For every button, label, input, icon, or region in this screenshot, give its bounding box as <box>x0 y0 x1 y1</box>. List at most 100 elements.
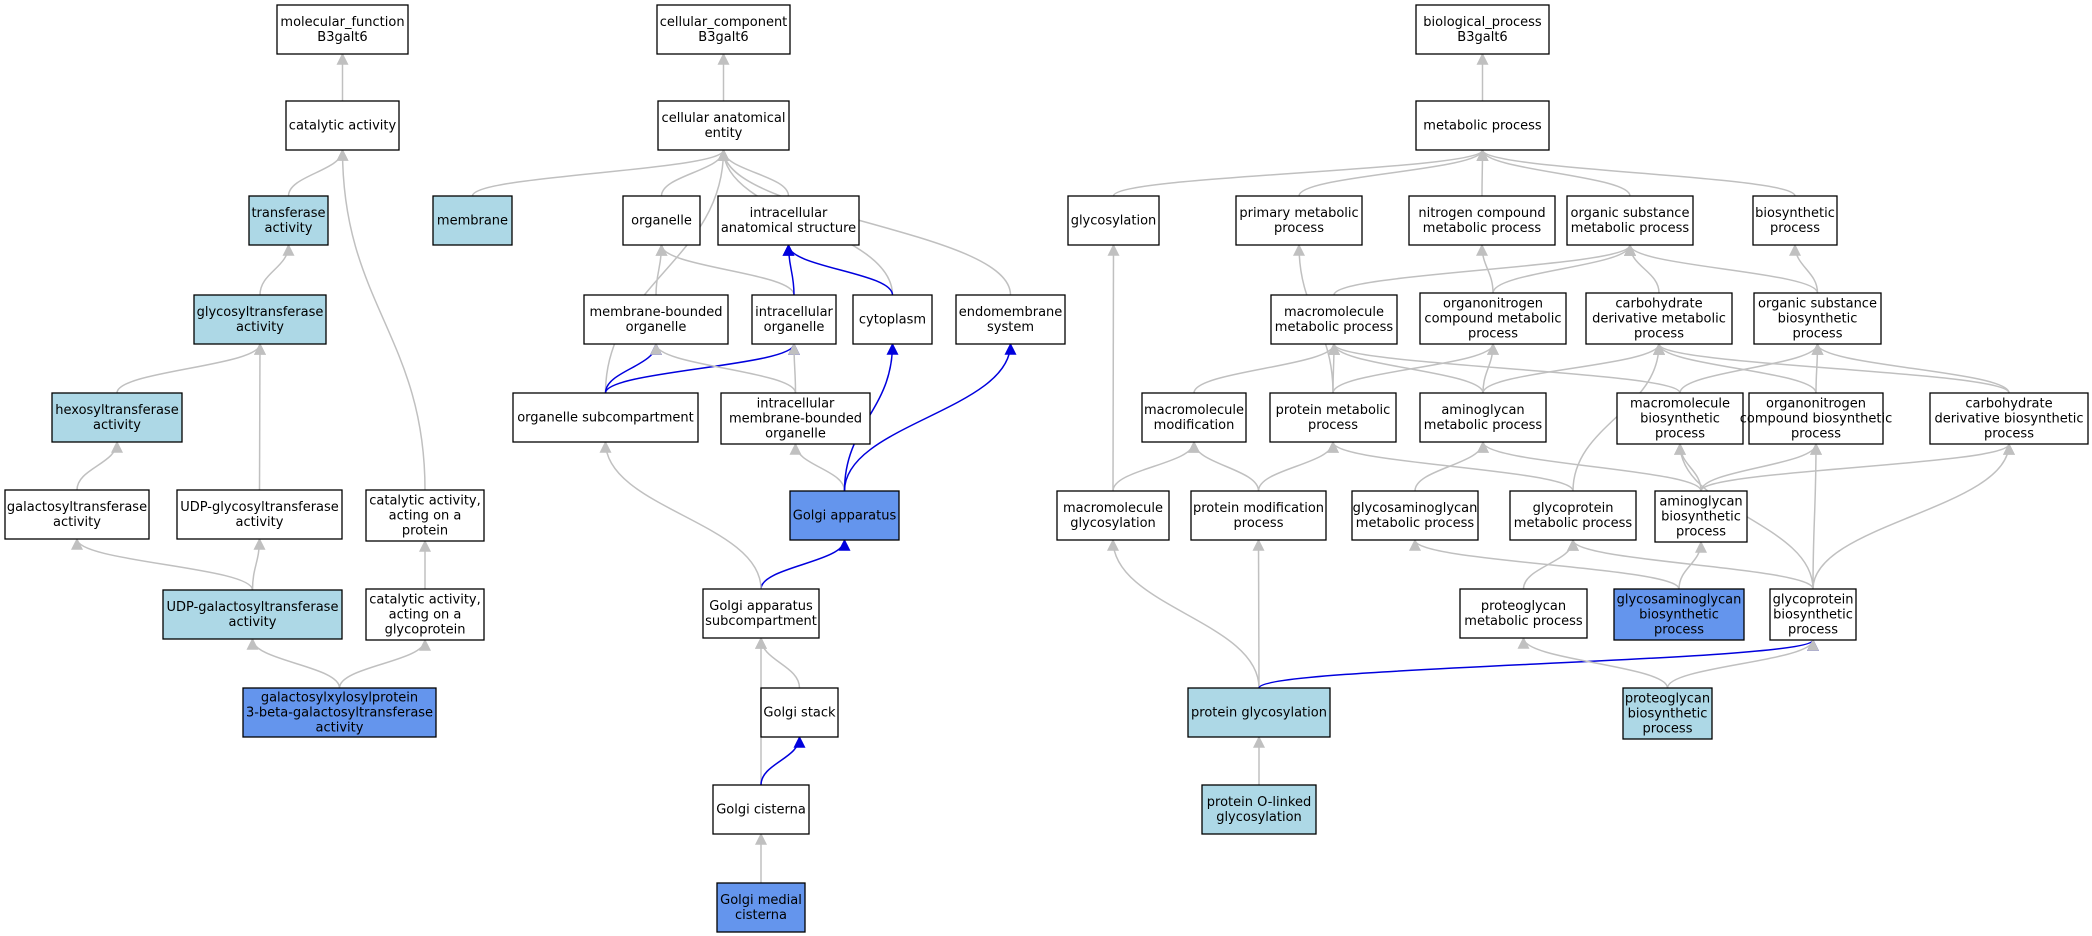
term-label-line: biosynthetic <box>1640 412 1720 427</box>
term-node-organelle[interactable]: organelle <box>622 195 701 246</box>
term-box <box>365 489 485 542</box>
term-box <box>162 589 343 640</box>
term-node-meta[interactable]: metabolic process <box>1415 100 1550 151</box>
term-box <box>657 100 790 151</box>
edge-io-to-organelle <box>655 243 795 296</box>
term-box <box>4 489 150 540</box>
term-node-golgi[interactable]: Golgi apparatus <box>789 490 900 541</box>
edge-imbo-to-mbo <box>650 342 797 394</box>
term-label-line: compound biosynthetic <box>1740 412 1893 427</box>
term-label-line: process <box>1655 427 1705 442</box>
term-label-line: organonitrogen <box>1443 297 1543 312</box>
term-label-line: aminoglycan <box>1441 403 1524 418</box>
term-label-line: process <box>1634 327 1684 342</box>
term-label-line: macromolecule <box>1630 397 1730 412</box>
term-node-gcis[interactable]: Golgi cisterna <box>712 784 810 835</box>
term-box <box>702 588 820 639</box>
edge-cyto-to-ias <box>782 243 894 296</box>
term-label-line: process <box>1788 623 1838 638</box>
term-label-line: organelle <box>631 214 692 229</box>
term-node-catglyco[interactable]: catalytic activity,acting on aglycoprote… <box>365 588 485 641</box>
term-box <box>1748 392 1884 445</box>
term-box <box>712 784 810 835</box>
term-label-line: glycosyltransferase <box>197 305 324 320</box>
term-box <box>1419 392 1547 443</box>
edge-onbios-to-osbios <box>1811 342 1824 394</box>
term-node-cat[interactable]: catalytic activity <box>285 100 400 151</box>
term-label-line: macromolecule <box>1063 501 1163 516</box>
term-label-line: process <box>1793 327 1843 342</box>
term-node-membrane[interactable]: membrane <box>432 195 513 246</box>
term-label-line: biological_process <box>1423 15 1542 30</box>
edge-onmet-to-nitro <box>1476 243 1494 294</box>
term-label-line: hexosyltransferase <box>55 403 178 418</box>
term-node-glycos[interactable]: glycosylation <box>1067 195 1160 246</box>
term-node-protglyc[interactable]: protein glycosylation <box>1187 687 1331 738</box>
term-node-galxyl[interactable]: galactosylxylosylprotein3-beta-galactosy… <box>242 687 437 738</box>
term-box <box>656 4 791 55</box>
term-box <box>1566 195 1694 246</box>
term-node-gstack[interactable]: Golgi stack <box>760 687 839 738</box>
edge-aminomet-to-macmet <box>1328 342 1484 394</box>
edge-golgi-to-imbo <box>789 442 846 492</box>
term-label-line: protein modification <box>1193 501 1324 516</box>
term-node-cyto[interactable]: cytoplasm <box>852 294 933 345</box>
term-label-line: compound metabolic <box>1424 312 1561 327</box>
term-label-line: glycoprotein <box>385 623 466 638</box>
term-box <box>852 294 933 345</box>
edge-macglyc-to-macmod <box>1112 440 1200 492</box>
term-label-line: acting on a <box>389 608 462 623</box>
term-box <box>1753 292 1882 345</box>
edge-osub-to-cae <box>604 148 730 394</box>
term-label-line: activity <box>316 721 364 736</box>
term-box <box>1408 195 1556 246</box>
term-node-osub[interactable]: organelle subcompartment <box>512 392 699 443</box>
term-label-line: process <box>1643 722 1693 737</box>
edge-protglyc-to-protmod <box>1252 538 1265 689</box>
edge-aminobios-to-macbios <box>1674 442 1702 492</box>
